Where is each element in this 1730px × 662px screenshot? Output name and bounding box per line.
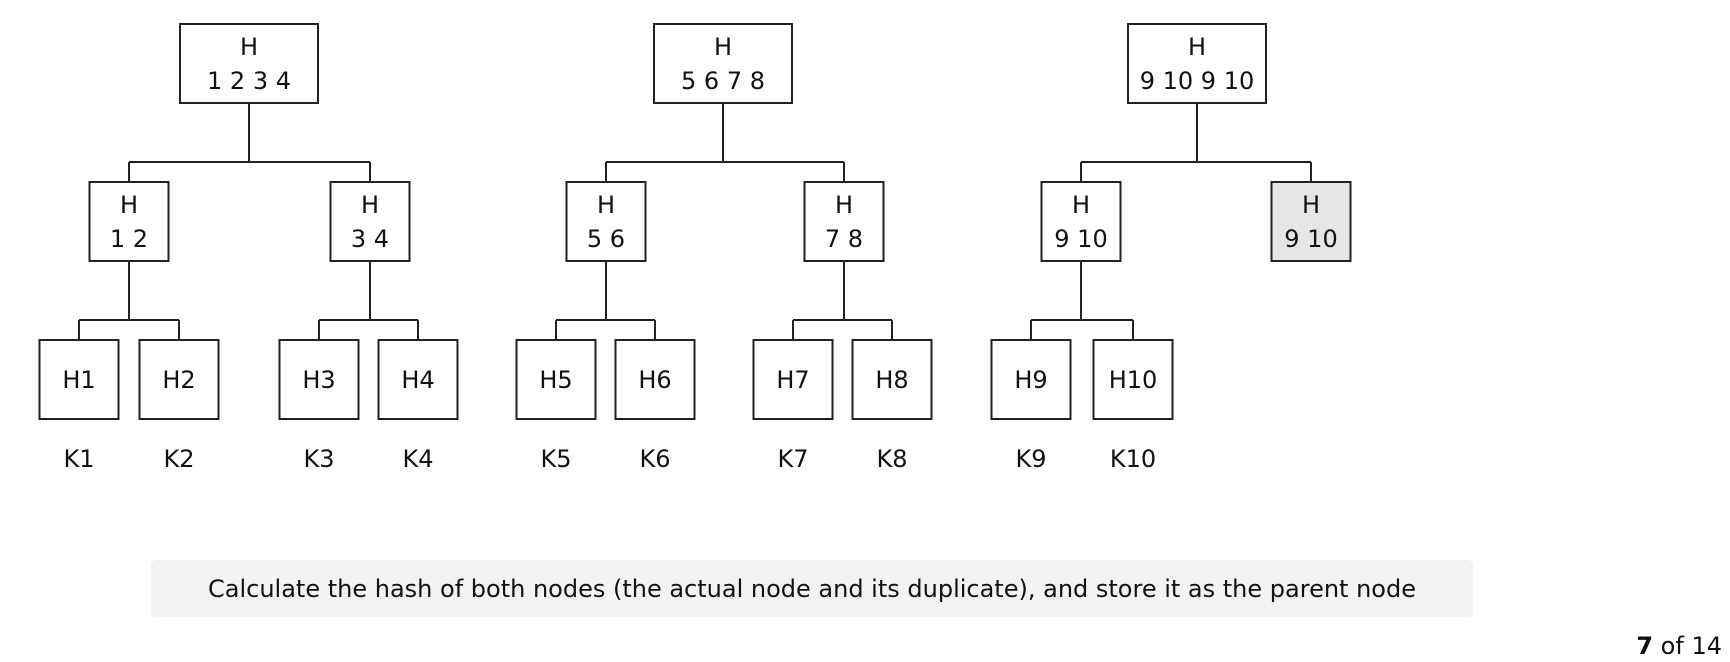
- leaf-node: [990, 339, 1072, 420]
- root-node-value: 1 2 3 4: [207, 67, 291, 95]
- root-node-label: H: [714, 33, 732, 61]
- root-node-value: 5 6 7 8: [681, 67, 765, 95]
- mid-node-label: H: [835, 191, 853, 219]
- leaf-hash-label: H3: [302, 366, 335, 394]
- mid-node: [565, 181, 647, 262]
- key-label: K2: [163, 445, 194, 473]
- caption-box: Calculate the hash of both nodes (the ac…: [151, 560, 1473, 617]
- mid-node: [88, 181, 170, 262]
- root-node-value: 9 10 9 10: [1140, 67, 1255, 95]
- page-total: 14: [1691, 632, 1722, 660]
- mid-node-value: 3 4: [351, 225, 389, 253]
- root-node-label: H: [240, 33, 258, 61]
- mid-node-value: 7 8: [825, 225, 863, 253]
- root-node: [653, 23, 793, 104]
- leaf-node: [1092, 339, 1174, 420]
- key-label: K1: [63, 445, 94, 473]
- root-node: [1127, 23, 1267, 104]
- key-label: K9: [1015, 445, 1046, 473]
- leaf-node: [377, 339, 459, 420]
- leaf-hash-label: H8: [875, 366, 908, 394]
- duplicate-node-value: 9 10: [1284, 225, 1337, 253]
- leaf-hash-label: H5: [539, 366, 572, 394]
- mid-node: [1040, 181, 1122, 262]
- mid-node: [803, 181, 885, 262]
- leaf-hash-label: H9: [1014, 366, 1047, 394]
- duplicate-node-label: H: [1302, 191, 1320, 219]
- leaf-hash-label: H4: [401, 366, 434, 394]
- root-node: [179, 23, 319, 104]
- mid-node-label: H: [597, 191, 615, 219]
- leaf-node: [138, 339, 220, 420]
- key-label: K5: [540, 445, 571, 473]
- caption-text: Calculate the hash of both nodes (the ac…: [208, 574, 1416, 603]
- key-label: K3: [303, 445, 334, 473]
- key-label: K7: [777, 445, 808, 473]
- root-node-label: H: [1188, 33, 1206, 61]
- leaf-hash-label: H10: [1109, 366, 1158, 394]
- key-label: K8: [876, 445, 907, 473]
- leaf-node: [278, 339, 360, 420]
- page-indicator: 7 of 14: [1636, 632, 1722, 660]
- leaf-hash-label: H2: [162, 366, 195, 394]
- mid-node-value: 9 10: [1054, 225, 1107, 253]
- key-label: K6: [639, 445, 670, 473]
- mid-node-value: 1 2: [110, 225, 148, 253]
- page-current: 7: [1636, 632, 1654, 660]
- duplicate-node: [1270, 181, 1352, 262]
- mid-node-value: 5 6: [587, 225, 625, 253]
- leaf-node: [851, 339, 933, 420]
- leaf-node: [614, 339, 696, 420]
- leaf-hash-label: H6: [638, 366, 671, 394]
- leaf-hash-label: H7: [776, 366, 809, 394]
- mid-node: [329, 181, 411, 262]
- leaf-hash-label: H1: [62, 366, 95, 394]
- leaf-node: [515, 339, 597, 420]
- leaf-node: [752, 339, 834, 420]
- mid-node-label: H: [1072, 191, 1090, 219]
- leaf-node: [38, 339, 120, 420]
- mid-node-label: H: [120, 191, 138, 219]
- page-separator: of: [1660, 632, 1684, 660]
- key-label: K10: [1110, 445, 1156, 473]
- mid-node-label: H: [361, 191, 379, 219]
- key-label: K4: [402, 445, 433, 473]
